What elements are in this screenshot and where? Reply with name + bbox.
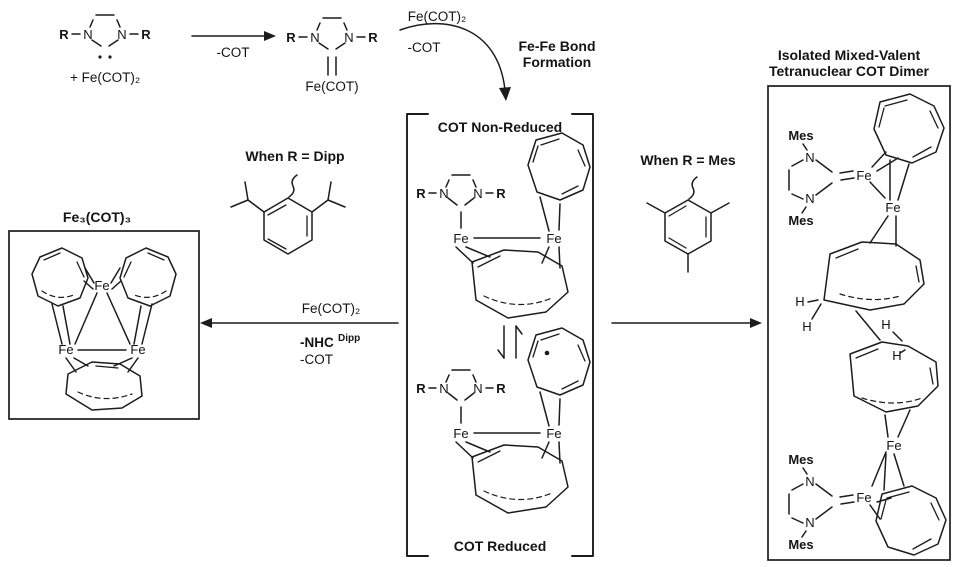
left-bracket xyxy=(406,113,429,557)
fecot2-label: Fe(COT)₂ xyxy=(408,9,466,24)
fe-atom-label: Fe xyxy=(130,342,145,357)
mes-label: Mes xyxy=(788,452,813,467)
fe-atom-label: Fe xyxy=(546,231,561,246)
arrowhead xyxy=(499,87,511,101)
cot-ring xyxy=(527,132,591,201)
h-atom-label: H xyxy=(802,319,811,334)
fe3cot3-title: Fe₃(COT)₃ xyxy=(63,209,131,225)
n-atom-label: N xyxy=(83,27,92,42)
arrow-to-dimer xyxy=(611,318,762,328)
r-group-label: R xyxy=(496,381,506,396)
dipp-structure: When R = Dipp xyxy=(230,148,346,255)
fe-atom-label: Fe xyxy=(886,438,901,453)
dimer-title-line2: Tetranuclear COT Dimer xyxy=(769,63,930,79)
fe-atom-label: Fe xyxy=(94,278,109,293)
n-atom-label: N xyxy=(805,515,814,530)
minus-cot-label: -COT xyxy=(300,352,333,367)
r-group-label: R xyxy=(496,186,506,201)
n-atom-label: N xyxy=(344,30,353,45)
cot-reduced-label: COT Reduced xyxy=(454,538,547,554)
cot-ring-reduced xyxy=(527,327,591,396)
wavy-bond xyxy=(288,174,298,198)
mes-label: Mes xyxy=(788,537,813,552)
fecot-label: Fe(COT) xyxy=(305,79,358,94)
fe-atom-label: Fe xyxy=(546,426,561,441)
fe-atom-label: Fe xyxy=(453,231,468,246)
cot-ring xyxy=(875,485,947,556)
cot-reduced-structure: R N N R Fe Fe xyxy=(416,327,591,514)
when-r-mes-label: When R = Mes xyxy=(640,152,736,168)
plus-fecot2-label: + Fe(COT)₂ xyxy=(70,70,140,85)
cot-non-reduced-label: COT Non-Reduced xyxy=(438,119,562,135)
cot-ring xyxy=(119,247,177,307)
n-atom-label: N xyxy=(473,381,482,396)
n-atom-label: N xyxy=(805,191,814,206)
minus-cot-label: -COT xyxy=(217,45,250,60)
tetranuclear-dimer-product: Isolated Mixed-Valent Tetranuclear COT D… xyxy=(767,47,951,561)
cot-non-reduced-structure: R N N R Fe Fe xyxy=(416,132,591,319)
r-group-label: R xyxy=(416,186,426,201)
arrowhead xyxy=(264,31,276,41)
minus-nhc-label: -NHC xyxy=(300,335,334,350)
wavy-bond xyxy=(688,176,698,200)
n-atom-label: N xyxy=(805,150,814,165)
fecot2-label: Fe(COT)₂ xyxy=(302,301,360,316)
arrow-cot-loss: -COT xyxy=(191,31,276,60)
benzene-ring xyxy=(664,199,712,255)
h-atom-label: H xyxy=(892,348,901,363)
n-atom-label: N xyxy=(439,186,448,201)
equilibrium-arrows xyxy=(497,325,523,359)
arrowhead xyxy=(750,318,762,328)
benzene-ring xyxy=(263,197,313,255)
r-group-label: R xyxy=(141,27,151,42)
n-atom-label: N xyxy=(117,27,126,42)
c8-ring-lower xyxy=(849,341,939,413)
when-r-dipp-label: When R = Dipp xyxy=(245,148,344,164)
fe-atom-label: Fe xyxy=(856,168,871,183)
lone-pair-dot xyxy=(108,55,112,59)
right-bracket xyxy=(571,113,594,557)
fefe-bond-label-line1: Fe-Fe Bond xyxy=(519,38,596,54)
cot-ring-bridging xyxy=(471,444,569,514)
n-atom-label: N xyxy=(310,30,319,45)
central-brackets: COT Non-Reduced COT Reduced xyxy=(406,113,594,557)
fe3cot3-product: Fe₃(COT)₃ Fe Fe Fe xyxy=(8,209,200,420)
mes-structure: When R = Mes xyxy=(640,152,736,273)
cot-ring xyxy=(31,247,89,307)
dimer-title-line1: Isolated Mixed-Valent xyxy=(778,47,921,63)
r-group-label: R xyxy=(368,30,378,45)
minus-cot-label: -COT xyxy=(408,40,441,55)
r-group-label: R xyxy=(286,30,296,45)
r-group-label: R xyxy=(59,27,69,42)
radical-dot xyxy=(544,350,550,356)
mes-label: Mes xyxy=(788,213,813,228)
cot-ring-bridging xyxy=(471,249,569,319)
fe3cot3-box xyxy=(8,230,200,420)
mes-label: Mes xyxy=(788,128,813,143)
cot-ring xyxy=(65,361,143,411)
arrow-fefe-bond-formation: Fe(COT)₂ -COT Fe-Fe Bond Formation xyxy=(399,9,596,101)
lone-pair-dot xyxy=(98,55,102,59)
n-atom-label: N xyxy=(439,381,448,396)
n-atom-label: N xyxy=(805,474,814,489)
h-atom-label: H xyxy=(795,294,804,309)
r-group-label: R xyxy=(416,381,426,396)
cot-ring xyxy=(873,93,945,164)
nhc-fecot-structure: N N R R Fe(COT) xyxy=(286,17,378,94)
nhc-dipp-superscript: Dipp xyxy=(338,333,360,344)
h-atom-label: H xyxy=(881,317,890,332)
arrow-to-fe3cot3: Fe(COT)₂ -NHC Dipp -COT xyxy=(200,301,399,367)
fe-atom-label: Fe xyxy=(58,342,73,357)
fefe-bond-label-line2: Formation xyxy=(523,54,591,70)
fe-atom-label: Fe xyxy=(453,426,468,441)
arrowhead xyxy=(200,318,212,328)
free-nhc-structure: N N R R + Fe(COT)₂ xyxy=(59,14,151,85)
fe-atom-label: Fe xyxy=(885,200,900,215)
dimer-box xyxy=(767,85,951,561)
n-atom-label: N xyxy=(473,186,482,201)
fe-atom-label: Fe xyxy=(856,490,871,505)
c8-ring-upper xyxy=(823,241,925,311)
